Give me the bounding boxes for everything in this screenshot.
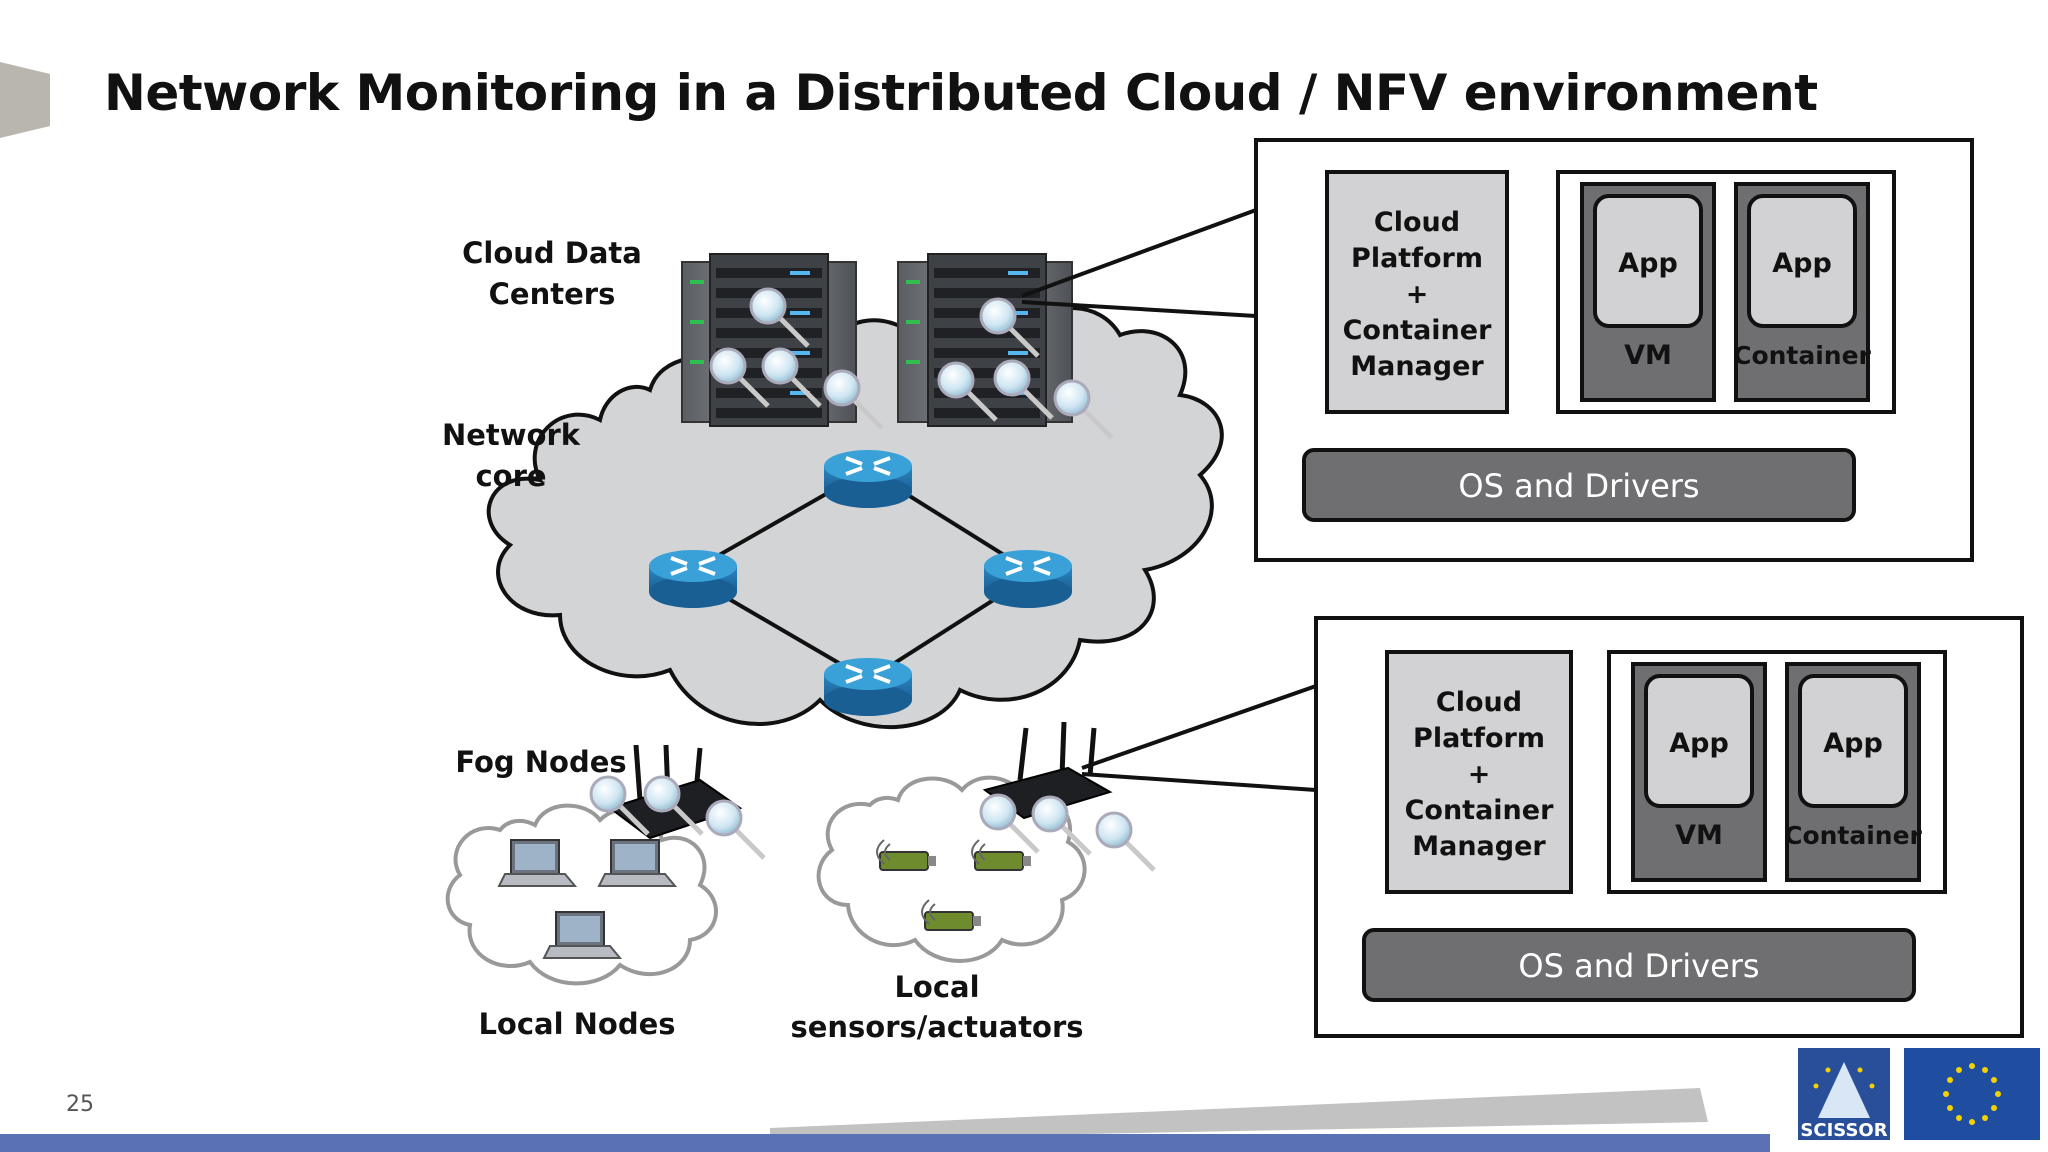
- os-drivers-label-top: OS and Drivers: [1458, 467, 1699, 505]
- label-local-nodes: Local Nodes: [478, 1007, 675, 1041]
- router-top-icon: [824, 450, 912, 508]
- label-cloud-data-centers-2: Centers: [489, 277, 616, 311]
- magnifier-icons-datacenters: [709, 287, 1114, 440]
- app-label-vm-top: App: [1618, 248, 1678, 279]
- platform-line-3-top: +: [1406, 279, 1429, 310]
- container-label-top: Container: [1733, 341, 1871, 370]
- footer-blue-bar: [0, 1134, 1770, 1152]
- eu-flag-logo: [1904, 1048, 2040, 1140]
- router-right-icon: [984, 550, 1072, 608]
- label-fog-nodes: Fog Nodes: [455, 745, 626, 779]
- sensors-cloud: [816, 775, 1087, 963]
- app-box-container-top: [1747, 194, 1857, 328]
- server-rack-right-icon: [897, 253, 1073, 427]
- fog-router-right-icon: [982, 721, 1113, 820]
- scissor-logo: SCISSOR: [1798, 1048, 1890, 1141]
- platform-line-5-top: Manager: [1350, 351, 1484, 382]
- footer-grey-wedge: [770, 1088, 1708, 1140]
- vm-label-bottom: VM: [1675, 820, 1723, 851]
- os-drivers-bar-top: [1302, 448, 1856, 522]
- app-label-container-bottom: App: [1823, 728, 1883, 759]
- label-network-core-1: Network: [442, 418, 581, 452]
- app-label-container-top: App: [1772, 248, 1832, 279]
- laptop-icons: [497, 839, 678, 959]
- platform-line-2-top: Platform: [1351, 243, 1483, 274]
- vm-label-top: VM: [1624, 340, 1672, 371]
- app-label-vm-bottom: App: [1669, 728, 1729, 759]
- app-box-vm-bottom: [1644, 674, 1754, 808]
- router-bottom-icon: [824, 658, 912, 716]
- platform-line-4-bottom: Container: [1405, 795, 1555, 826]
- os-drivers-bar-bottom: [1362, 928, 1916, 1002]
- platform-line-1-bottom: Cloud: [1436, 687, 1522, 718]
- label-local-sensors-1: Local: [894, 970, 979, 1004]
- app-box-container-bottom: [1798, 674, 1908, 808]
- platform-line-1-top: Cloud: [1374, 207, 1460, 238]
- scissor-logo-text: SCISSOR: [1800, 1120, 1887, 1141]
- container-label-bottom: Container: [1784, 821, 1922, 850]
- label-cloud-data-centers-1: Cloud Data: [462, 236, 642, 270]
- router-left-icon: [649, 550, 737, 608]
- stack-panel-top: Cloud Platform + Container Manager App V…: [1254, 138, 1974, 562]
- slide-title: Network Monitoring in a Distributed Clou…: [104, 64, 1818, 122]
- app-box-vm-top: [1593, 194, 1703, 328]
- sensor-icons: [876, 839, 1031, 931]
- label-local-sensors-2: sensors/actuators: [790, 1010, 1083, 1044]
- platform-box-top: [1325, 170, 1509, 414]
- slide-number: 25: [66, 1092, 94, 1117]
- platform-box-bottom: [1385, 650, 1573, 894]
- label-network-core-2: core: [475, 459, 546, 493]
- platform-line-4-top: Container: [1343, 315, 1493, 346]
- platform-line-2-bottom: Platform: [1413, 723, 1545, 754]
- stack-panel-bottom: Cloud Platform + Container Manager App V…: [1314, 616, 2024, 1038]
- platform-line-3-bottom: +: [1468, 759, 1491, 790]
- platform-line-5-bottom: Manager: [1412, 831, 1546, 862]
- magnifier-icons-fog: [589, 775, 1156, 872]
- left-accent-tab: [0, 62, 50, 138]
- callout-lines: [1021, 208, 1317, 792]
- os-drivers-label-bottom: OS and Drivers: [1518, 947, 1759, 985]
